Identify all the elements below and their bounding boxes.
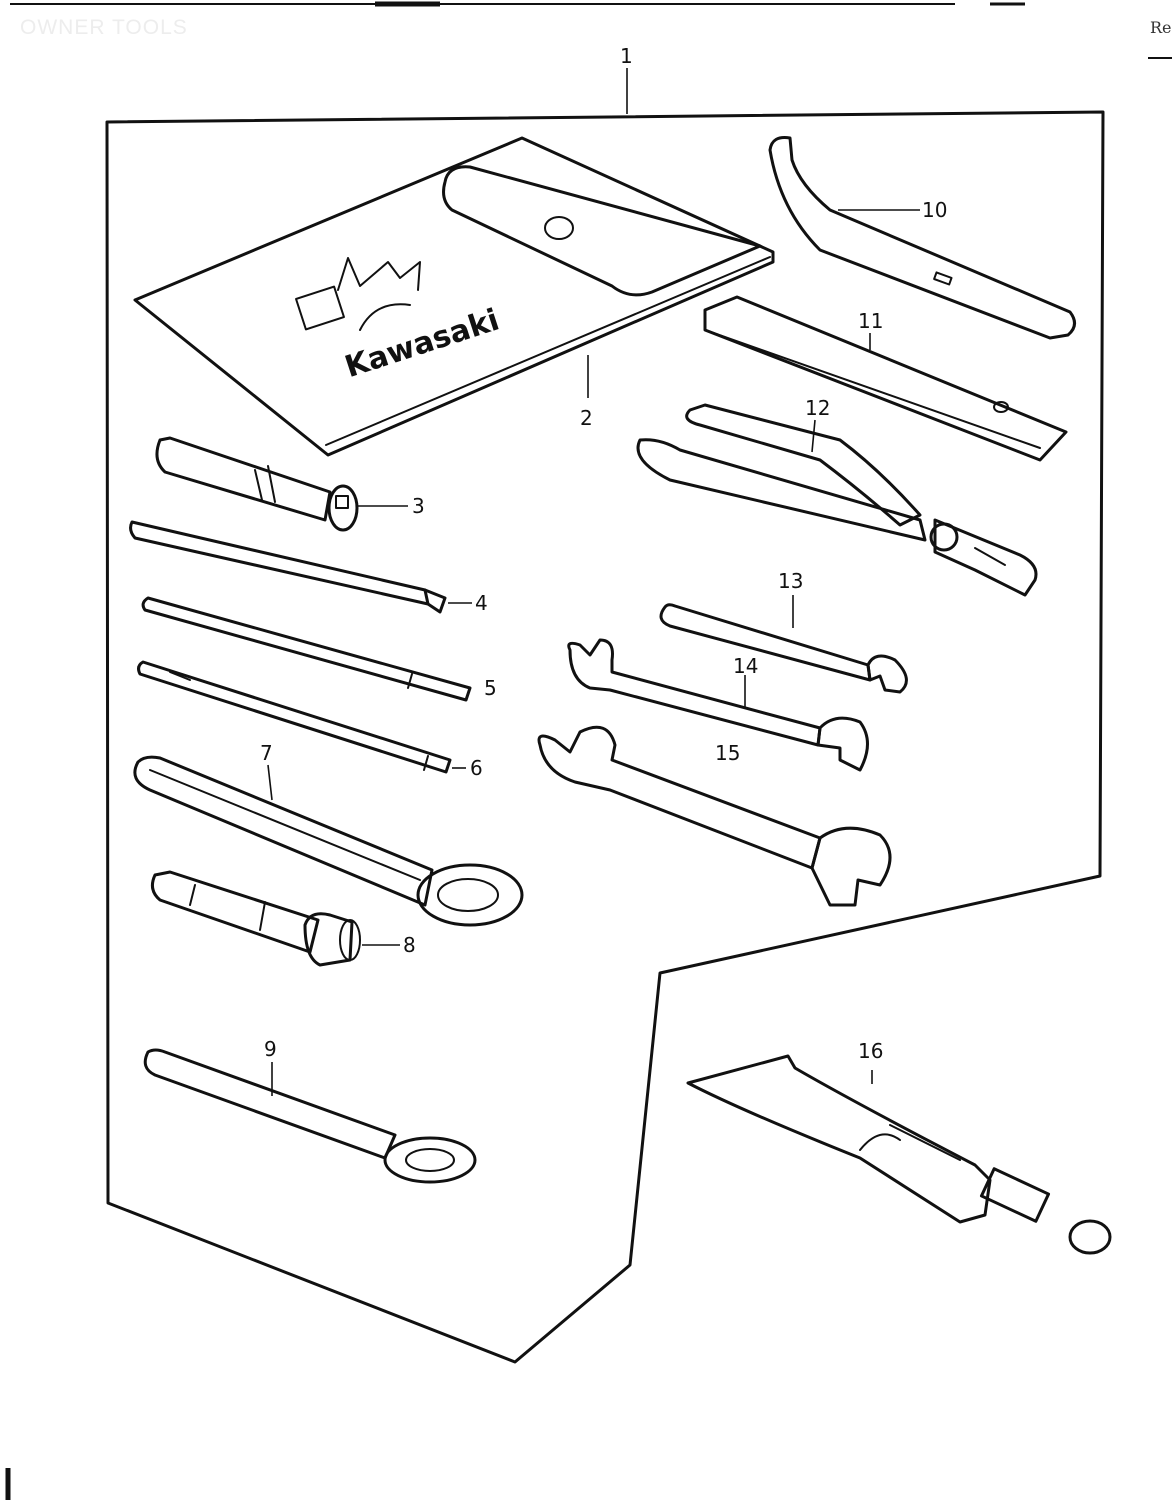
ring-spanner-9: 9 [143, 1037, 477, 1184]
callout-13: 13 [778, 569, 803, 593]
callout-5: 5 [484, 676, 497, 700]
open-wrench-15: 15 [537, 725, 892, 907]
extension-bar-11: 11 [703, 295, 1068, 462]
tool-kit-outline [105, 110, 1105, 1364]
corner-page-ref: Re [1150, 18, 1172, 37]
box-wrench-7: 7 [133, 741, 524, 927]
callout-14: 14 [733, 654, 758, 678]
screwdriver-bit-5: 5 [141, 596, 497, 702]
callout-15: 15 [715, 741, 740, 765]
callout-4: 4 [475, 591, 488, 615]
callout-10: 10 [922, 198, 947, 222]
callout-6: 6 [470, 756, 483, 780]
leader-12 [811, 419, 816, 453]
kawasaki-logo: Kawasaki [295, 257, 504, 386]
pliers-12: 12 [636, 396, 1038, 597]
leader-7 [267, 764, 273, 801]
open-wrench-14: 14 [567, 638, 869, 772]
callout-11: 11 [858, 309, 883, 333]
page-title: OWNER TOOLS [20, 16, 188, 39]
hook-spanner-10: 10 [768, 136, 1076, 340]
callout-16: 16 [858, 1039, 883, 1063]
callout-7: 7 [260, 741, 273, 765]
callout-8: 8 [403, 933, 416, 957]
logo-wordmark: Kawasaki [341, 303, 504, 386]
screwdriver-bit-4: 4 [129, 520, 488, 615]
callout-12: 12 [805, 396, 830, 420]
spark-plug-socket: 8 [150, 870, 416, 967]
callout-2: 2 [580, 406, 593, 430]
callout-3: 3 [412, 494, 425, 518]
top-rules [5, 1, 1172, 1500]
callout-9: 9 [264, 1037, 277, 1061]
callout-1: 1 [620, 44, 633, 68]
screwdriver-handle: 3 [155, 436, 425, 532]
open-wrench-13: 13 [659, 569, 908, 694]
screwdriver-bit-6: 6 [137, 660, 483, 780]
tool-pouch: Kawasaki 2 [133, 136, 775, 457]
grease-tube-16: 16 [686, 1039, 1112, 1255]
